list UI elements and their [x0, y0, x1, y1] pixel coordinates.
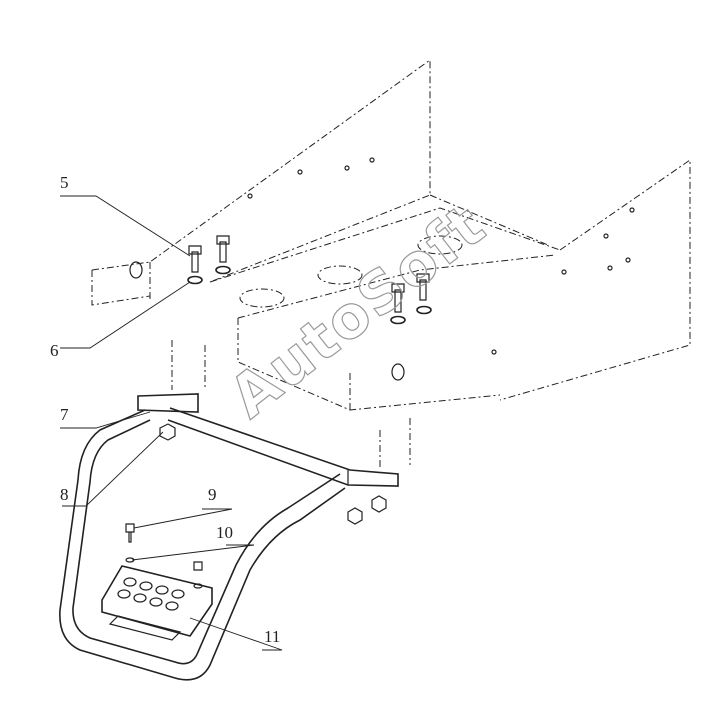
callout-11: 11 [264, 627, 280, 646]
washers-group [187, 265, 432, 325]
mounting-bracket [137, 393, 399, 487]
callout-10: 10 [216, 523, 233, 542]
leader-lines [60, 195, 283, 651]
callout-6: 6 [50, 341, 59, 360]
callout-5: 5 [60, 173, 69, 192]
callout-7: 7 [60, 405, 69, 424]
callout-labels: 5 6 7 8 9 10 11 [50, 173, 280, 646]
bolts-group [188, 235, 430, 313]
step-plate [101, 565, 213, 641]
callout-8: 8 [60, 485, 69, 504]
callout-9: 9 [208, 485, 217, 504]
step-frame-tube [59, 409, 346, 681]
frame-platform [91, 59, 691, 470]
watermark-text: AutoSoft [217, 190, 499, 431]
nuts-group [159, 423, 387, 525]
